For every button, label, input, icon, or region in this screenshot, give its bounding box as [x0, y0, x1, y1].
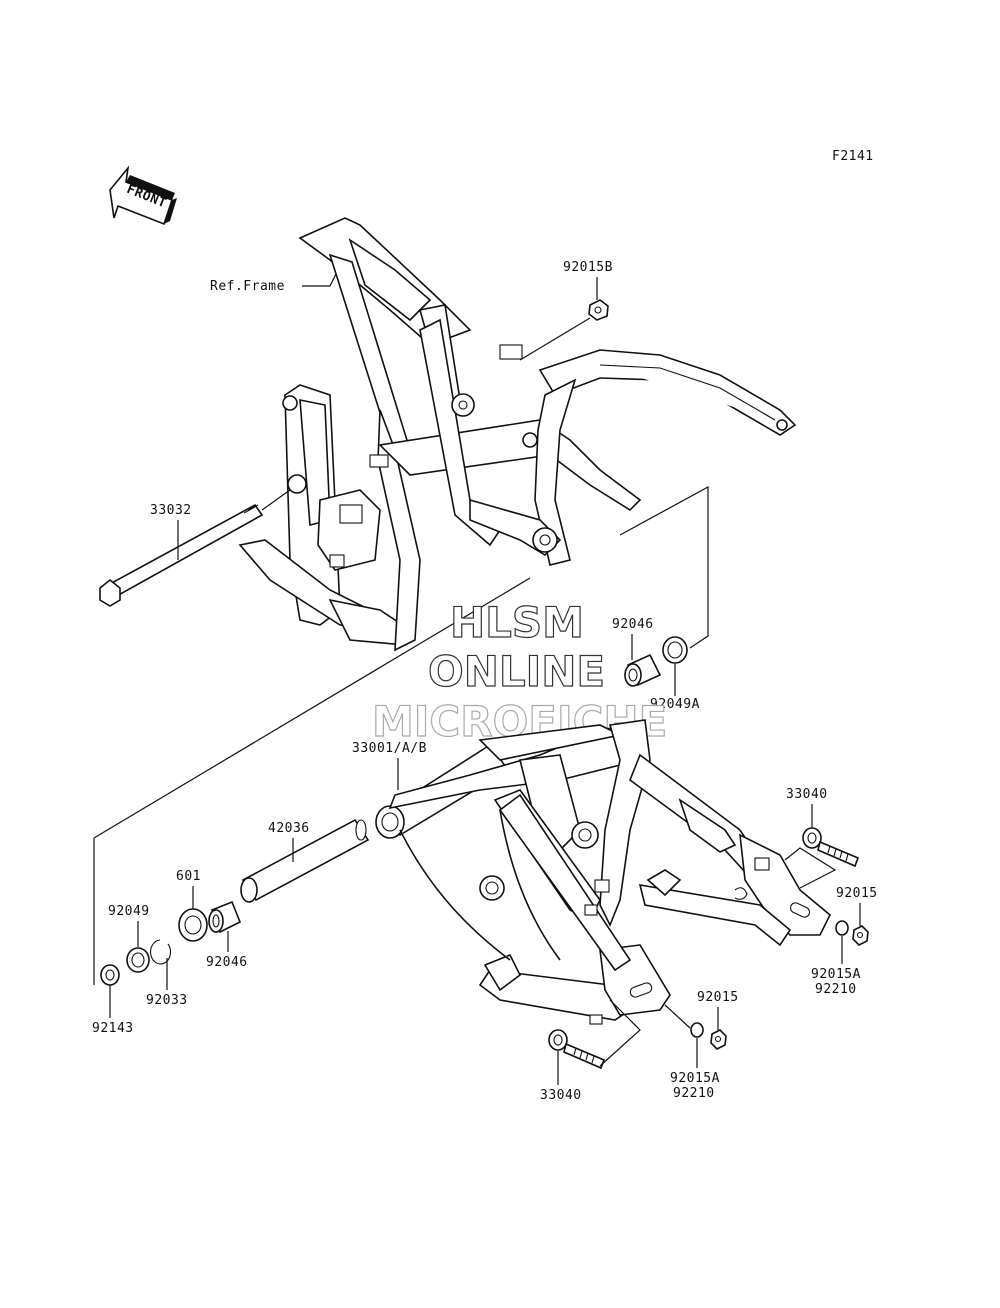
- washer-92143: [100, 964, 120, 986]
- label-92015-lower: 92015: [697, 990, 739, 1005]
- nut-92015-right: [852, 925, 869, 946]
- svg-text:HLSM: HLSM: [450, 598, 584, 647]
- label-92143: 92143: [92, 1021, 134, 1036]
- label-92049: 92049: [108, 904, 150, 919]
- front-arrow-icon: FRONT: [109, 165, 177, 226]
- seal-92049: [126, 947, 150, 973]
- nut-92015A-right: [835, 920, 849, 936]
- nut-92015B: [588, 299, 609, 321]
- label-92046-lower: 92046: [206, 955, 248, 970]
- ref-frame-label: Ref.Frame: [210, 279, 285, 294]
- label-92015-right: 92015: [836, 886, 878, 901]
- bearing-92046-upper: [624, 653, 662, 687]
- label-92210-lower: 92210: [673, 1086, 715, 1101]
- label-92049A: 92049A: [650, 697, 700, 712]
- swingarm-drawing: [375, 719, 831, 1025]
- adjuster-bolt-33040-lower: [548, 1029, 606, 1070]
- label-42036: 42036: [268, 821, 310, 836]
- label-33001: 33001/A/B: [352, 741, 427, 756]
- label-33032: 33032: [150, 503, 192, 518]
- label-92015A-lower: 92015A: [670, 1071, 720, 1086]
- bearing-601: [178, 908, 208, 942]
- circlip-92033: [150, 939, 172, 965]
- adjuster-bolt-33040-right: [802, 827, 860, 868]
- label-33040-lower: 33040: [540, 1088, 582, 1103]
- label-92015A-right: 92015A: [811, 967, 861, 982]
- label-92015B: 92015B: [563, 260, 613, 275]
- bearing-92046-lower: [208, 900, 242, 934]
- label-601: 601: [176, 869, 201, 884]
- pivot-shaft-33032: [99, 503, 264, 607]
- frame-drawing: [238, 217, 797, 652]
- label-33040-right: 33040: [786, 787, 828, 802]
- nut-92015-lower: [710, 1029, 727, 1050]
- label-92033: 92033: [146, 993, 188, 1008]
- label-92210-right: 92210: [815, 982, 857, 997]
- nut-92015A-lower: [690, 1022, 704, 1038]
- seal-92049A: [662, 636, 688, 664]
- svg-text:ONLINE: ONLINE: [428, 647, 605, 696]
- label-92046-upper: 92046: [612, 617, 654, 632]
- collar-42036: [240, 818, 370, 903]
- diagram-code: F2141: [832, 149, 874, 164]
